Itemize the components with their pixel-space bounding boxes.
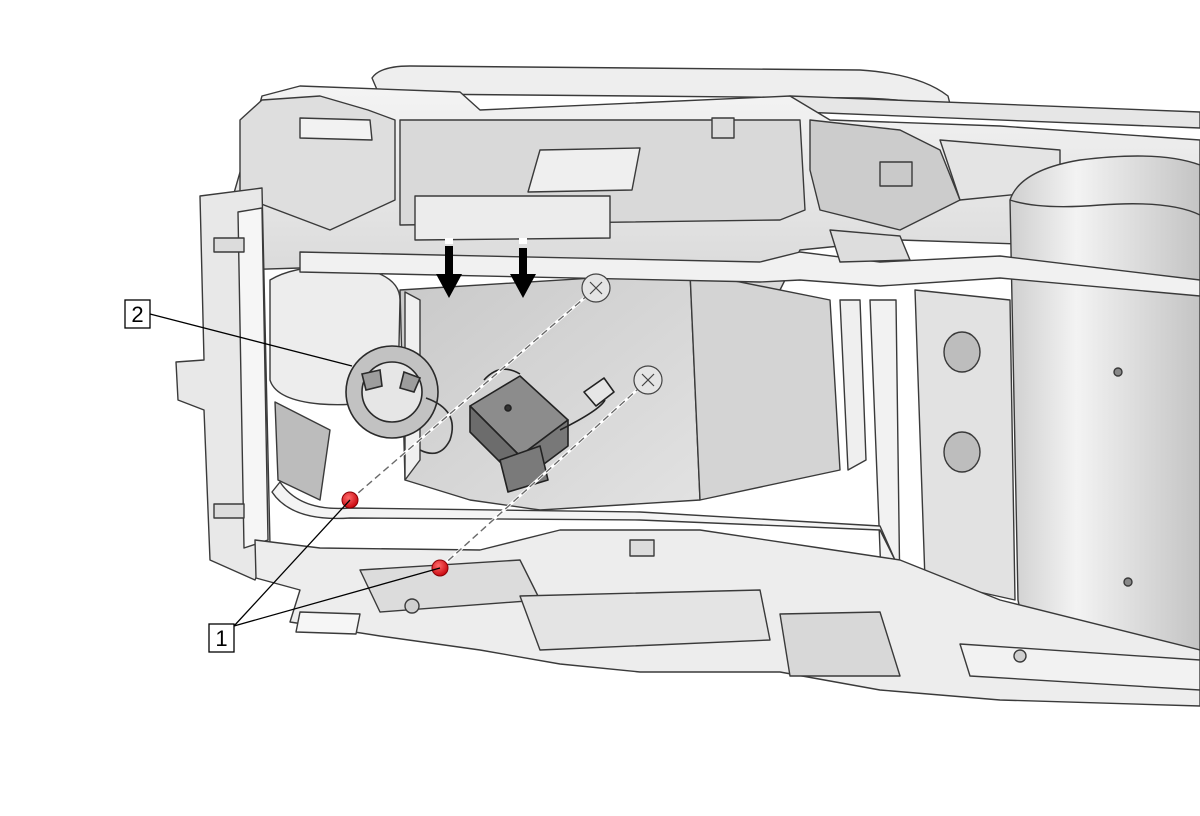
callout-1-label: 1 xyxy=(215,626,227,651)
down-arrow-icon xyxy=(436,238,462,298)
callout-2: 2 xyxy=(124,299,151,329)
console-assembly xyxy=(175,65,1200,707)
mount-points xyxy=(581,273,663,395)
callout-1: 1 xyxy=(208,623,235,653)
callout-2-label: 2 xyxy=(131,302,143,327)
down-arrow-icon xyxy=(510,238,536,298)
wiring-harness xyxy=(271,481,896,561)
installation-dashes xyxy=(349,287,649,569)
callout-leaders xyxy=(149,313,441,627)
ring-bracket-component xyxy=(345,345,454,455)
